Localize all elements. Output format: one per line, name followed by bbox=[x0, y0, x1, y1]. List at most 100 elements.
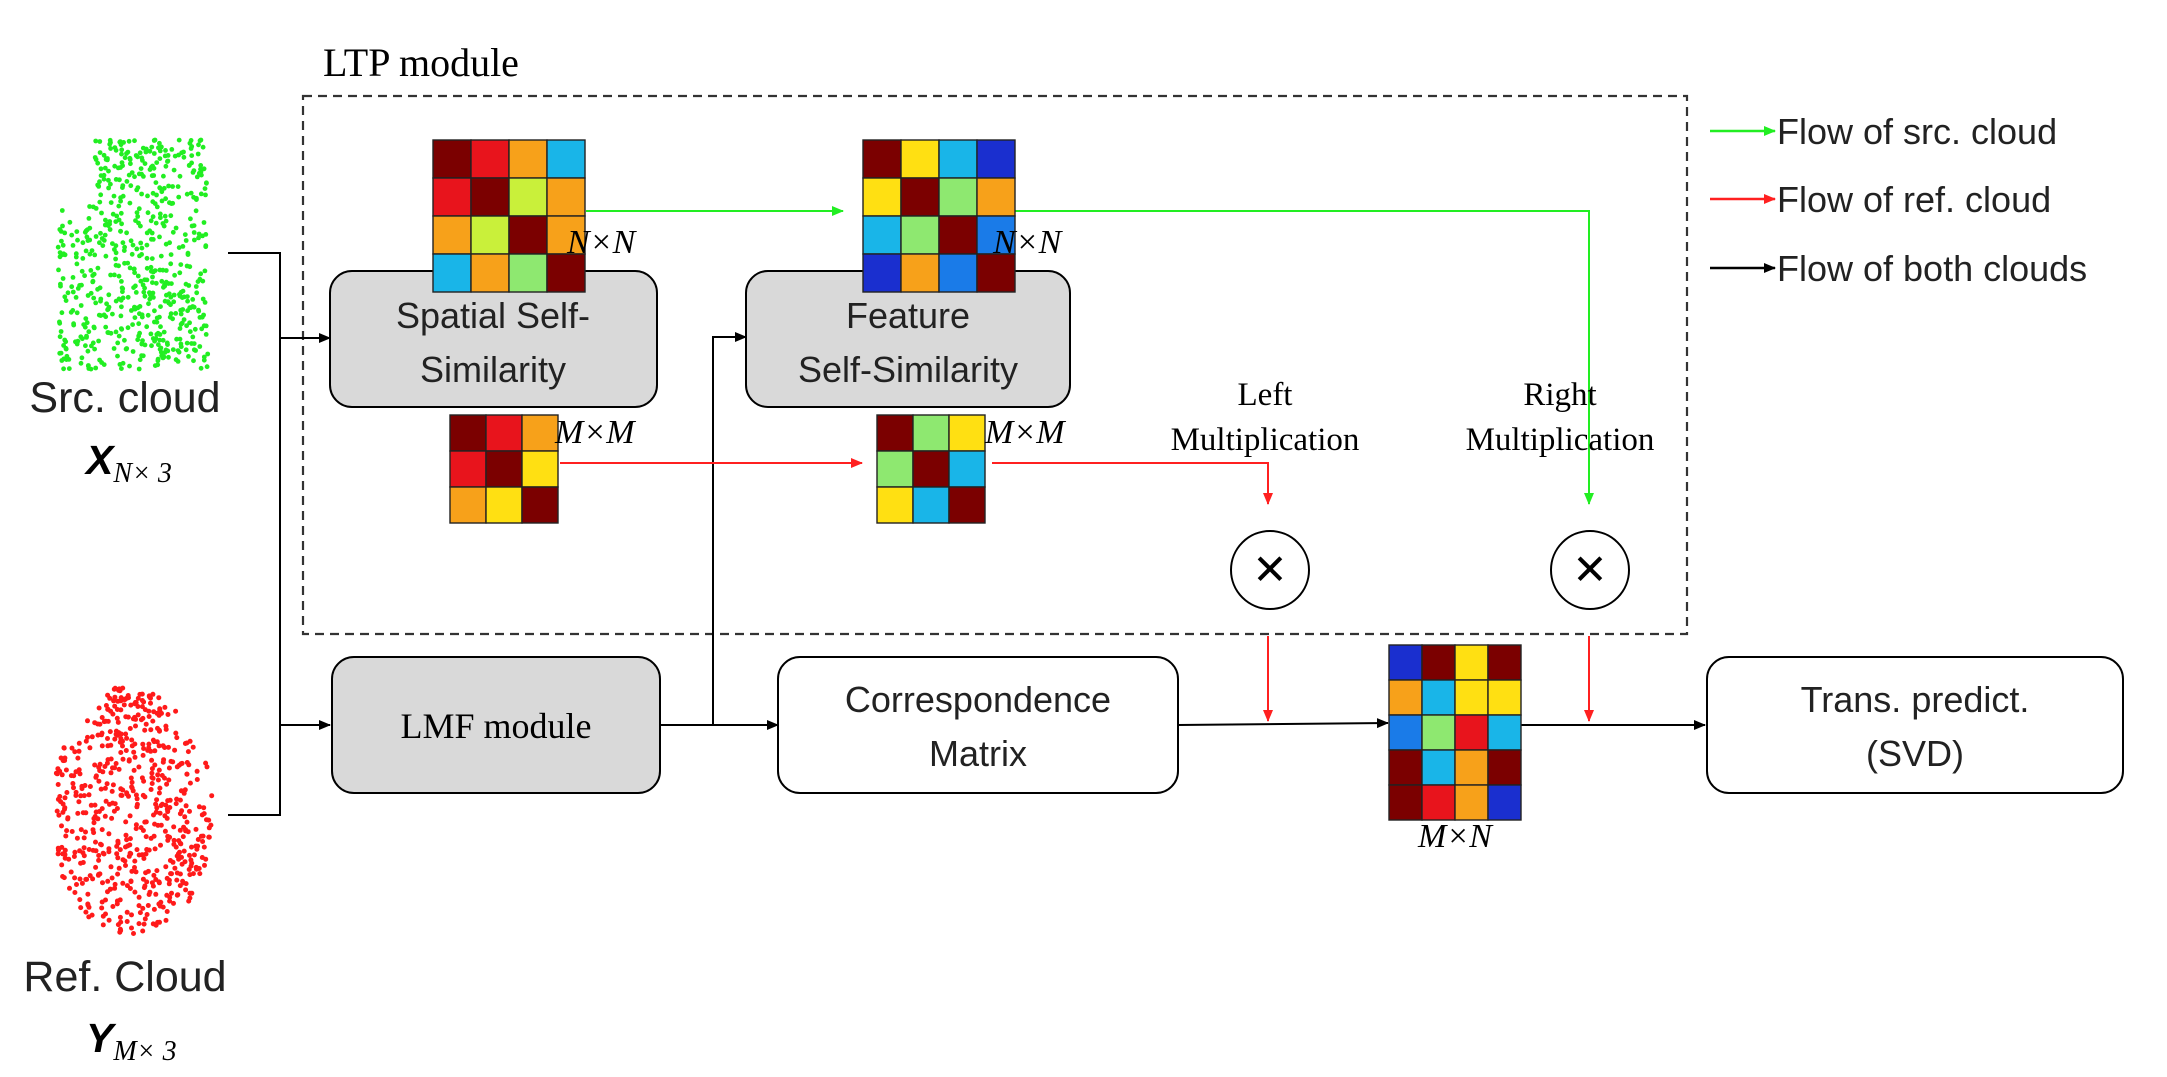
src-cloud-point bbox=[159, 144, 164, 150]
src-cloud-point bbox=[96, 338, 101, 344]
ref-cloud-point bbox=[108, 770, 114, 776]
ref-cloud-point bbox=[77, 771, 83, 777]
src-cloud-point bbox=[119, 151, 124, 157]
ref-cloud-point bbox=[93, 864, 99, 870]
src-cloud-point bbox=[101, 176, 107, 182]
ref-cloud-point bbox=[172, 865, 178, 871]
ref-cloud-point bbox=[172, 747, 178, 753]
matrix-cell bbox=[862, 253, 902, 293]
src-cloud-point bbox=[74, 261, 80, 267]
ref-cloud-point bbox=[141, 746, 147, 751]
src-cloud-point bbox=[113, 298, 119, 304]
ref-cloud-point bbox=[152, 762, 158, 768]
src-cloud-point bbox=[123, 346, 129, 352]
ref-cloud-point bbox=[104, 781, 110, 787]
src-cloud-point bbox=[103, 253, 109, 259]
src-cloud-point bbox=[130, 349, 136, 354]
src-cloud-point bbox=[147, 296, 153, 302]
ref-cloud-point bbox=[129, 779, 135, 785]
src-cloud-point bbox=[172, 272, 178, 278]
ref-cloud-point bbox=[96, 809, 102, 814]
ref-cloud-point bbox=[143, 870, 149, 876]
src-cloud-point bbox=[104, 221, 110, 227]
src-cloud-point bbox=[110, 311, 115, 317]
src-cloud-point bbox=[152, 319, 157, 325]
ref-cloud-point bbox=[181, 824, 187, 830]
spatial-src-matrix bbox=[432, 139, 586, 293]
src-cloud-point bbox=[62, 252, 68, 258]
ref-cloud-point bbox=[116, 766, 122, 772]
ref-cloud-point bbox=[114, 715, 120, 721]
src-cloud-point bbox=[157, 211, 163, 217]
src-cloud-point bbox=[125, 294, 131, 300]
src-cloud-point bbox=[116, 333, 122, 339]
src-cloud-point bbox=[160, 337, 166, 343]
src-cloud-point bbox=[184, 191, 190, 197]
ref-cloud-point bbox=[86, 847, 92, 852]
ref-cloud-point bbox=[99, 743, 105, 749]
matrix-cell bbox=[1487, 714, 1522, 751]
ref-cloud-point bbox=[136, 764, 142, 770]
ref-cloud-point bbox=[201, 844, 207, 850]
src-cloud-point bbox=[140, 282, 146, 288]
src-cloud-point bbox=[188, 146, 194, 151]
ref-cloud-point bbox=[167, 898, 173, 904]
src-cloud-point bbox=[159, 198, 165, 204]
src-cloud-point bbox=[196, 235, 201, 241]
ref-cloud-point bbox=[133, 869, 139, 875]
src-cloud-point bbox=[192, 237, 197, 243]
matrix-cell bbox=[862, 215, 902, 255]
src-cloud-point bbox=[189, 153, 195, 159]
src-cloud-point bbox=[97, 139, 103, 144]
src-cloud-point bbox=[95, 265, 101, 271]
src-cloud-point bbox=[84, 333, 89, 339]
src-cloud-point bbox=[190, 297, 196, 302]
src-cloud-point bbox=[63, 339, 69, 345]
src-cloud-point bbox=[150, 199, 156, 205]
src-cloud-point bbox=[192, 326, 198, 332]
src-cloud-point bbox=[108, 140, 113, 145]
ref-cloud-point bbox=[114, 901, 120, 907]
src-cloud-point bbox=[98, 192, 104, 198]
src-cloud-point bbox=[74, 310, 80, 316]
ref-cloud-point bbox=[103, 798, 109, 804]
src-cloud-point bbox=[176, 194, 182, 200]
matrix-cell bbox=[546, 139, 586, 179]
ref-cloud-point bbox=[183, 887, 189, 893]
src-cloud-point bbox=[118, 142, 124, 148]
matrix-cell bbox=[1454, 679, 1489, 716]
ref-cloud-point bbox=[134, 796, 140, 802]
src-cloud-point bbox=[179, 150, 185, 156]
ref-cloud-point bbox=[60, 851, 66, 857]
ref-cloud-point bbox=[76, 740, 82, 746]
src-cloud-point bbox=[191, 341, 197, 346]
ref-cloud-point bbox=[196, 804, 202, 810]
matrix-cell bbox=[1454, 784, 1489, 821]
src-cloud-point bbox=[159, 278, 165, 284]
spatial-src-size-label: N×N bbox=[566, 224, 638, 261]
src-cloud-point bbox=[144, 255, 150, 261]
matrix-cell bbox=[470, 177, 510, 217]
src-cloud-point bbox=[130, 322, 136, 327]
ref-cloud-point bbox=[68, 869, 74, 875]
ref-cloud-point bbox=[162, 828, 168, 834]
ref-cloud-point bbox=[60, 809, 66, 815]
feature-ref-matrix bbox=[876, 414, 986, 524]
ref-cloud-point bbox=[111, 686, 117, 692]
src-cloud-point bbox=[59, 208, 65, 213]
ref-cloud-point bbox=[112, 736, 118, 742]
matrix-cell bbox=[1421, 784, 1456, 821]
matrix-cell bbox=[1388, 749, 1423, 786]
src-cloud-point bbox=[185, 298, 191, 304]
matrix-cell bbox=[521, 450, 559, 488]
matrix-cell bbox=[938, 253, 978, 293]
result-size-label: M×N bbox=[1417, 818, 1494, 855]
ref-cloud-point bbox=[129, 737, 135, 743]
matrix-cell bbox=[546, 215, 586, 255]
ref-cloud-point bbox=[84, 876, 90, 882]
src-cloud-point bbox=[63, 345, 69, 351]
ref-cloud-point bbox=[209, 793, 215, 799]
ref-cloud-point bbox=[133, 822, 139, 828]
ref-cloud-point bbox=[128, 878, 134, 884]
ref-cloud-point bbox=[88, 802, 94, 808]
